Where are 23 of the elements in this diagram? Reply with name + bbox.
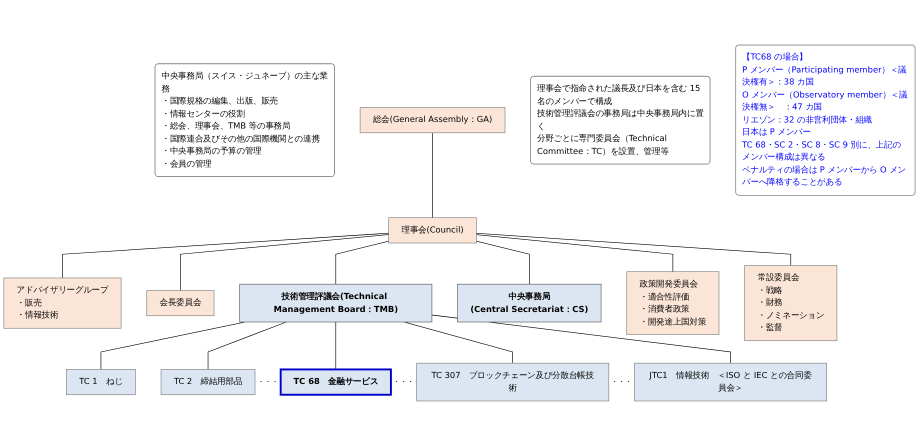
node-box: アドバイザリーグループ ・販売 ・情報技術 [4,278,122,329]
connector [208,322,287,370]
node-box: TC 2 締結用部品 [160,369,256,396]
connector [476,232,792,266]
node-box: 総会(General Assembly：GA) [360,107,506,134]
connector [404,322,513,364]
connector [180,234,389,291]
node-box: JTC1 情報技術 ＜ISO と IEC との合同委員会＞ [634,362,827,402]
connector [62,232,389,278]
connector [476,234,674,272]
node-box: 政策開発委員会 ・適合性評価 ・消費者政策 ・開発途上国対策 [626,271,720,335]
node-box: 理事会(Council) [388,217,477,244]
node-box: 技術管理評議会(Technical Management Board：TMB) [239,284,432,322]
node-box: 会長委員会 [146,290,214,316]
node-box: TC 307 ブロックチェーン及び分散台帳技術 [416,362,610,402]
node-box: TC 1 ねじ [66,369,136,396]
connector [476,240,530,285]
connector [335,322,336,370]
node-box: TC 68 金融サービス [280,368,392,396]
node-box: 常設委員会 ・戦略 ・財務 ・ノミネーション ・監督 [744,265,838,342]
connector [432,132,433,218]
node-box: 中央事務局 (Central Secretariat：CS) [457,284,602,322]
connector [335,240,389,285]
